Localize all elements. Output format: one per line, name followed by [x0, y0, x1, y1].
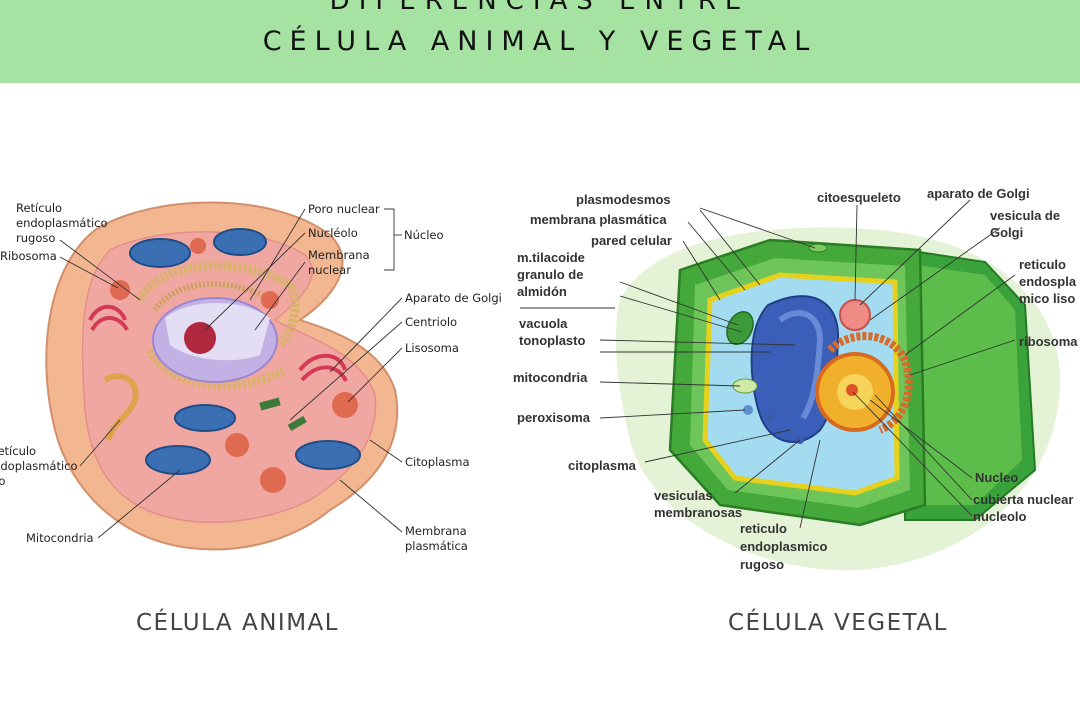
label-animal-citoplasma: Citoplasma: [405, 455, 470, 469]
label-plant-reticulo-rugoso-3: rugoso: [740, 557, 784, 572]
label-animal-membrana-nuclear-2: nuclear: [308, 263, 351, 277]
label-plant-membrana-plasmatica: membrana plasmática: [530, 212, 667, 227]
label-plant-reticulo-rugoso-2: endoplasmico: [740, 539, 827, 554]
label-animal-membrana-plasmatica-1: Membrana: [405, 524, 467, 538]
label-plant-vesicula-golgi-2: Golgi: [990, 225, 1023, 240]
animal-centriole-shape: [259, 397, 281, 411]
caption-plant-cell: CÉLULA VEGETAL: [728, 610, 948, 636]
label-animal-reticulo-liso-3: liso: [0, 474, 5, 488]
label-animal-nucleo: Núcleo: [404, 228, 444, 242]
plant-er-shape: [827, 332, 913, 434]
label-plant-cubierta-nuclear: cubierta nuclear: [973, 492, 1073, 507]
animal-golgi-shape: [88, 304, 348, 383]
label-plant-vesiculas-1: vesiculas: [654, 488, 713, 503]
label-plant-tilacoide-1: m.tilacoide: [517, 250, 585, 265]
label-animal-reticulo-liso-1: Retículo: [0, 444, 36, 458]
plant-plasmodesma-shape: [808, 243, 828, 253]
label-plant-vesiculas-2: membranosas: [654, 505, 742, 520]
label-animal-lisosoma: Lisosoma: [405, 341, 459, 355]
label-plant-reticulo-rugoso-1: reticulo: [740, 521, 787, 536]
title-line-2: CÉLULA ANIMAL Y VEGETAL: [262, 26, 818, 57]
label-plant-citoplasma: citoplasma: [568, 458, 637, 473]
label-animal-reticulo-rugoso-1: Retículo: [16, 201, 62, 215]
label-plant-citoesqueleto: citoesqueleto: [817, 190, 901, 205]
label-plant-ribosoma: ribosoma: [1019, 334, 1078, 349]
label-plant-tilacoide-3: almidón: [517, 284, 567, 299]
label-plant-peroxisoma: peroxisoma: [517, 410, 591, 425]
animal-nucleolus-shape: [184, 322, 216, 354]
animal-rough-er-shape: [135, 261, 300, 349]
plant-cell-diagram: plasmodesmos membrana plasmática pared c…: [513, 186, 1078, 572]
label-animal-aparato-golgi: Aparato de Golgi: [405, 291, 502, 305]
animal-lysosomes: [110, 238, 358, 493]
label-plant-vacuola-2: tonoplasto: [519, 333, 585, 348]
label-plant-plasmodesmos: plasmodesmos: [576, 192, 671, 207]
label-animal-mitocondria: Mitocondria: [26, 531, 94, 545]
plant-peroxisome-shape: [743, 405, 753, 415]
label-animal-membrana-plasmatica-2: plasmática: [405, 539, 468, 553]
animal-smooth-er-shape: [103, 373, 139, 442]
label-animal-nucleolo: Nucléolo: [308, 226, 358, 240]
label-animal-reticulo-rugoso-2: endoplasmático: [16, 216, 108, 230]
label-animal-reticulo-liso-2: endoplasmático: [0, 459, 78, 473]
title-line-1: DIFERENCIAS ENTRE: [329, 0, 751, 16]
animal-cell-diagram: Retículo endoplasmático rugoso Ribosoma …: [0, 201, 502, 553]
label-animal-ribosoma: Ribosoma: [0, 249, 57, 263]
label-plant-vesicula-golgi-1: vesicula de: [990, 208, 1060, 223]
label-plant-tilacoide-2: granulo de: [517, 267, 583, 282]
label-plant-vacuola-1: vacuola: [519, 316, 568, 331]
label-plant-reticulo-liso-3: mico liso: [1019, 291, 1075, 306]
label-plant-nucleolo: nucleolo: [973, 509, 1027, 524]
label-plant-pared-celular: pared celular: [591, 233, 672, 248]
label-animal-poro-nuclear: Poro nuclear: [308, 202, 380, 216]
plant-golgi-shape: [839, 299, 871, 331]
animal-mitochondria: [129, 228, 361, 475]
label-plant-reticulo-liso-1: reticulo: [1019, 257, 1066, 272]
label-plant-reticulo-liso-2: endospla: [1019, 274, 1077, 289]
label-plant-mitocondria: mitocondria: [513, 370, 588, 385]
plant-nucleolus-shape: [846, 384, 858, 396]
label-animal-membrana-nuclear-1: Membrana: [308, 248, 370, 262]
label-plant-nucleo: Nucleo: [975, 470, 1018, 485]
caption-animal-cell: CÉLULA ANIMAL: [136, 610, 340, 636]
label-animal-centriolo: Centriolo: [405, 315, 457, 329]
label-animal-reticulo-rugoso-3: rugoso: [16, 231, 55, 245]
label-plant-aparato-golgi: aparato de Golgi: [927, 186, 1030, 201]
title-banner: DIFERENCIAS ENTRE CÉLULA ANIMAL Y VEGETA…: [0, 0, 1080, 83]
